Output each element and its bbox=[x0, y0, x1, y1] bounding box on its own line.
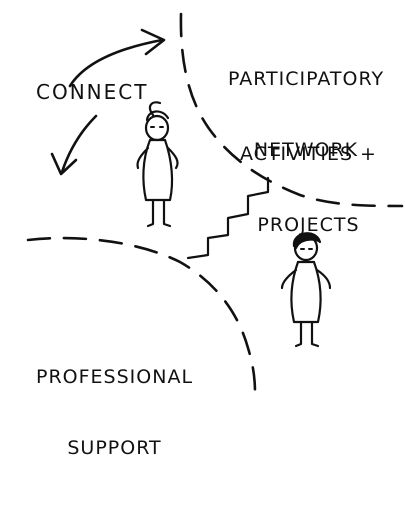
professional-support-label: PROFESSIONAL SUPPORT bbox=[36, 318, 193, 508]
figure-ponytail-icon bbox=[136, 101, 179, 228]
participatory-network-label: PARTICIPATORY NETWORK bbox=[228, 20, 384, 210]
curved-arrow-up-right-icon bbox=[68, 28, 166, 88]
participatory-network-line-2: NETWORK bbox=[253, 138, 359, 161]
curved-arrow-down-left-icon bbox=[50, 114, 98, 176]
figure-short-hair-icon bbox=[280, 232, 332, 348]
staircase bbox=[186, 176, 270, 260]
connect-label: CONNECT bbox=[36, 80, 149, 104]
diagram-canvas: PARTICIPATORY NETWORK ACTIVITIES + PROJE… bbox=[26, 12, 404, 459]
activities-projects-label: ACTIVITIES + PROJECTS bbox=[240, 95, 377, 285]
activities-projects-line-1: ACTIVITIES + bbox=[240, 142, 377, 165]
activities-projects-line-2: PROJECTS bbox=[257, 213, 360, 236]
boundary-lower-dashed-curve bbox=[26, 236, 257, 394]
sketch-drawing bbox=[26, 12, 404, 394]
participatory-network-line-1: PARTICIPATORY bbox=[228, 67, 385, 90]
professional-support-line-1: PROFESSIONAL bbox=[36, 365, 194, 388]
professional-support-line-2: SUPPORT bbox=[67, 436, 162, 459]
